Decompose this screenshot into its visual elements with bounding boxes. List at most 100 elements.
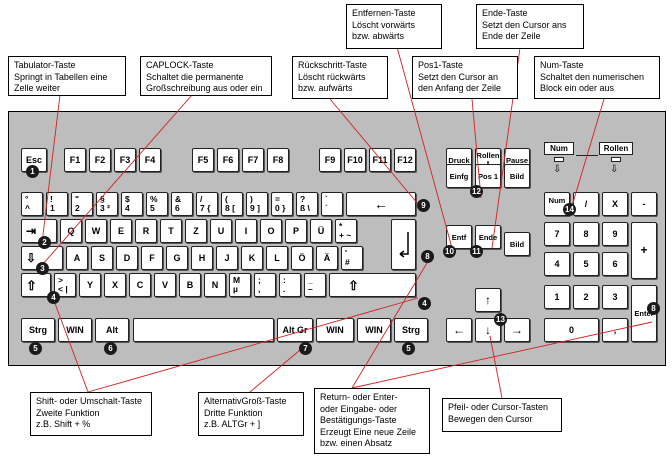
key-win-left: WIN: [58, 318, 92, 342]
key-bottom: ´: [325, 203, 328, 213]
key-plus: *+ ~: [335, 219, 357, 243]
lamp-rollen: [611, 157, 621, 162]
key-top: (: [225, 194, 228, 204]
key-space: [133, 318, 274, 342]
callout-shift: Shift- oder Umschalt-Taste Zweite Funkti…: [30, 392, 152, 436]
lamp-divider: [576, 155, 598, 156]
key-bottom: + ~: [339, 230, 352, 240]
callout-line: AlternativGroß-Taste: [204, 396, 287, 406]
key-f10: F10: [344, 148, 366, 172]
key-dot: :.: [279, 273, 301, 297]
key-l: L: [266, 246, 288, 270]
callout-line: Setzt den Cursor ans: [482, 19, 567, 30]
key-top: °: [25, 194, 29, 204]
key-bottom: ß \: [300, 203, 310, 213]
callout-line: Block ein oder aus: [540, 83, 615, 93]
key-7: /7 {: [196, 192, 218, 216]
key-shift-left: ⇧: [21, 273, 51, 297]
key-altgr: Alt Gr: [277, 318, 313, 342]
enter-arrow-icon: [399, 231, 409, 258]
callout-end: Ende-Taste Setzt den Cursor ans Ende der…: [476, 4, 584, 49]
key-arrow-right: →: [504, 318, 530, 342]
key-bottom: 3 ²: [100, 203, 110, 213]
key-t: T: [160, 219, 182, 243]
key-top: :: [283, 275, 286, 285]
key-f12: F12: [394, 148, 416, 172]
callout-line: Schaltet die permanente: [146, 71, 244, 82]
callout-line: Springt in Tabellen eine: [14, 71, 108, 82]
callout-line: z.B. ALTGr + ]: [204, 419, 261, 429]
callout-line: Ende der Zeile: [482, 31, 541, 41]
key-f3: F3: [114, 148, 136, 172]
key-win-right-2: WIN: [357, 318, 391, 342]
key-f6: F6: [217, 148, 239, 172]
key-v: V: [154, 273, 176, 297]
callout-line: Ende-Taste: [482, 8, 528, 18]
badge-11: 11: [470, 245, 483, 258]
key-i: I: [235, 219, 257, 243]
key-f7: F7: [242, 148, 264, 172]
callout-arrows: Pfeil- oder Cursor-Tasten Bewegen den Cu…: [442, 398, 562, 432]
callout-line: oder Eingabe- oder: [320, 403, 398, 414]
key-c: C: [129, 273, 151, 297]
key-bottom: .: [283, 284, 286, 294]
badge-7: 7: [299, 342, 312, 355]
key-u: U: [210, 219, 232, 243]
key-f11: F11: [369, 148, 391, 172]
key-k: K: [241, 246, 263, 270]
key-num-3: 3: [602, 285, 628, 309]
callout-line: Tabulator-Taste: [14, 60, 76, 70]
key-minus: _–: [304, 273, 326, 297]
key-num-minus: -: [631, 192, 657, 216]
callout-line: Pfeil- oder Cursor-Tasten: [448, 402, 549, 412]
key-circumflex: °^: [21, 192, 43, 216]
key-ae: Ä: [316, 246, 338, 270]
callout-tab: Tabulator-Taste Springt in Tabellen eine…: [8, 56, 126, 96]
key-g: G: [166, 246, 188, 270]
callout-line: Num-Taste: [540, 60, 584, 70]
key-bottom: #: [345, 257, 350, 267]
key-2: "2: [71, 192, 93, 216]
key-top: >: [58, 275, 63, 285]
key-bottom: 1: [50, 203, 55, 213]
key-r: R: [135, 219, 157, 243]
lamp-label-rollen: Rollen: [599, 142, 633, 155]
key-p: P: [285, 219, 307, 243]
key-num-8: 8: [573, 222, 599, 246]
callout-line: Return- oder Enter-: [320, 392, 398, 402]
callout-line: Zweite Funktion: [36, 407, 100, 418]
key-bottom: 2: [75, 203, 80, 213]
key-top: _: [308, 275, 313, 285]
callout-line: Erzeugt Eine neue Zeile: [320, 426, 417, 437]
callout-pos1: Pos1-Taste Setzt den Cursor an den Anfan…: [412, 56, 518, 99]
key-h: H: [191, 246, 213, 270]
key-9: )9 ]: [246, 192, 268, 216]
key-num-comma: ,: [602, 318, 628, 342]
callout-caps: CAPLOCK-Taste Schaltet die permanente Gr…: [140, 56, 272, 96]
callout-line: Pos1-Taste: [418, 60, 464, 70]
badge-14: 14: [563, 203, 576, 216]
key-num-mul: X: [602, 192, 628, 216]
key-y: Y: [79, 273, 101, 297]
key-arrow-left: ←: [446, 318, 472, 342]
callout-line: Großschreibung aus oder ein: [146, 83, 263, 93]
key-j: J: [216, 246, 238, 270]
keyboard-body: Esc F1 F2 F3 F4 F5 F6 F7 F8 F9 F10 F11 F…: [8, 111, 666, 366]
key-enter: [391, 219, 416, 270]
callout-line: Löscht vorwärts: [352, 19, 416, 30]
key-top: M: [233, 275, 241, 285]
key-bottom: 5: [150, 203, 155, 213]
key-top: ;: [258, 275, 261, 285]
key-num-0: 0: [544, 318, 599, 342]
key-num-div: /: [573, 192, 599, 216]
key-b: B: [179, 273, 201, 297]
badge-8-enter: 8: [421, 250, 434, 263]
badge-2: 2: [38, 236, 51, 249]
callout-line: z.B. Shift + %: [36, 419, 91, 429]
key-f8: F8: [267, 148, 289, 172]
key-hash: '#: [341, 246, 363, 270]
key-e: E: [110, 219, 132, 243]
key-alt: Alt: [95, 318, 129, 342]
callout-line: Rückschritt-Taste: [298, 60, 368, 70]
key-strg-left: Strg: [21, 318, 55, 342]
